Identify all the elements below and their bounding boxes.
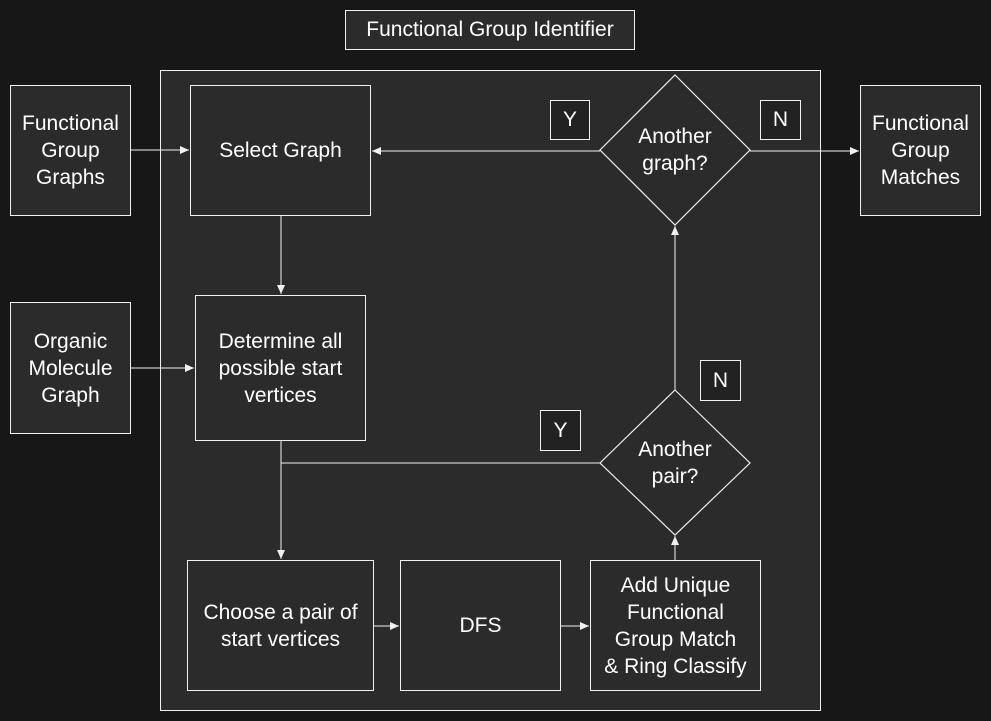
select-graph-step: Select Graph (190, 85, 371, 216)
add-unique-match-step: Add Unique Functional Group Match & Ring… (590, 560, 761, 691)
another-graph-text: Another graph? (638, 125, 712, 175)
dfs-step: DFS (400, 560, 561, 691)
choose-pair-step: Choose a pair of start vertices (187, 560, 374, 691)
diagram-title: Functional Group Identifier (345, 10, 635, 50)
determine-start-vertices-step: Determine all possible start vertices (195, 295, 366, 441)
another-pair-diamond (599, 389, 751, 536)
functional-group-graphs-input: Functional Group Graphs (10, 85, 131, 216)
graph-yes-label: Y (550, 100, 590, 140)
another-pair-text: Another pair? (638, 438, 712, 488)
pair-no-label: N (700, 360, 741, 401)
graph-no-label: N (760, 100, 801, 140)
functional-group-matches-output: Functional Group Matches (860, 85, 981, 216)
pair-yes-label: Y (540, 410, 581, 451)
organic-molecule-graph-input: Organic Molecule Graph (10, 302, 131, 434)
another-graph-diamond (599, 74, 751, 226)
